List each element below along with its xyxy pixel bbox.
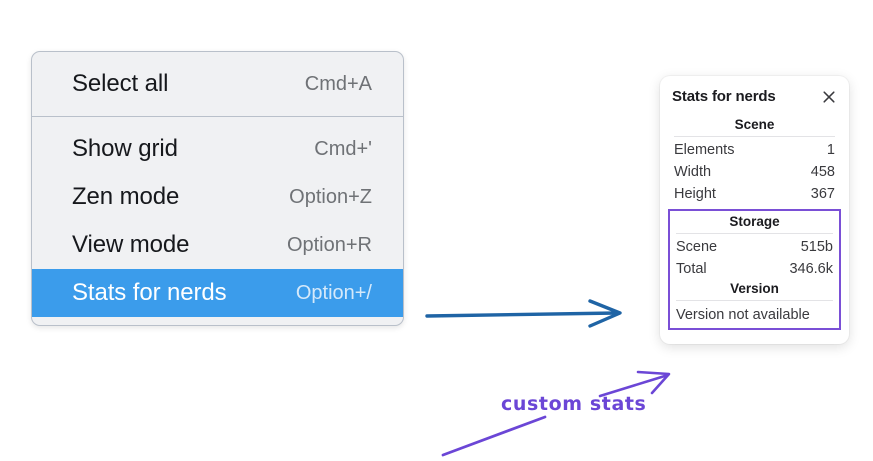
stat-value: 1 <box>826 142 835 158</box>
stat-row-width: Width 458 <box>672 161 837 183</box>
version-status-text: Version not available <box>676 307 810 323</box>
menu-divider <box>32 116 403 117</box>
menu-item-show-grid[interactable]: Show grid Cmd+' <box>32 125 403 173</box>
stat-value: 367 <box>810 186 835 202</box>
stat-key: Elements <box>674 142 735 158</box>
menu-item-shortcut: Cmd+' <box>314 137 372 160</box>
stat-row-height: Height 367 <box>672 183 837 205</box>
canvas-context-menu[interactable]: Select all Cmd+A Show grid Cmd+' Zen mod… <box>31 51 404 326</box>
panel-header: Stats for nerds <box>672 88 837 105</box>
stat-row-storage-total: Total 346.6k <box>674 258 835 280</box>
section-heading-scene: Scene <box>734 117 775 132</box>
menu-item-shortcut: Option+R <box>286 233 372 256</box>
section-divider <box>676 300 833 301</box>
section-heading-storage: Storage <box>729 214 780 229</box>
menu-item-stats-for-nerds[interactable]: Stats for nerds Option+/ <box>32 269 403 317</box>
menu-item-label: Zen mode <box>72 183 180 210</box>
section-heading-version: Version <box>730 281 779 296</box>
menu-item-shortcut: Cmd+A <box>304 72 372 95</box>
menu-item-label: View mode <box>72 231 190 258</box>
stat-key: Width <box>674 164 712 180</box>
menu-item-shortcut: Option+/ <box>295 281 372 304</box>
annotation-label: custom stats <box>501 393 647 415</box>
stat-row-elements: Elements 1 <box>672 139 837 161</box>
menu-item-label: Stats for nerds <box>72 279 227 306</box>
stat-key: Total <box>676 261 707 277</box>
stat-value: 515b <box>800 239 833 255</box>
stat-row-storage-scene: Scene 515b <box>674 236 835 258</box>
menu-group-1: Select all Cmd+A <box>32 52 403 116</box>
menu-item-label: Select all <box>72 70 169 97</box>
section-divider <box>674 136 835 137</box>
stat-key: Scene <box>676 239 718 255</box>
menu-item-view-mode[interactable]: View mode Option+R <box>32 221 403 269</box>
stat-key: Height <box>674 186 716 202</box>
close-icon[interactable] <box>821 89 837 105</box>
stat-value: 346.6k <box>789 261 833 277</box>
menu-group-2: Show grid Cmd+' Zen mode Option+Z View m… <box>32 117 403 325</box>
menu-item-label: Show grid <box>72 135 178 162</box>
menu-item-zen-mode[interactable]: Zen mode Option+Z <box>32 173 403 221</box>
stats-for-nerds-panel: Stats for nerds Scene Elements 1 Width 4… <box>660 76 849 344</box>
menu-item-shortcut: Option+Z <box>289 185 372 208</box>
panel-title: Stats for nerds <box>672 88 776 105</box>
blue-arrow-annotation <box>425 299 622 328</box>
purple-underline-annotation <box>441 415 547 457</box>
section-divider <box>676 233 833 234</box>
stat-value: 458 <box>810 164 835 180</box>
menu-item-select-all[interactable]: Select all Cmd+A <box>32 60 403 108</box>
custom-stats-highlight-box: Storage Scene 515b Total 346.6k Version … <box>668 209 841 330</box>
